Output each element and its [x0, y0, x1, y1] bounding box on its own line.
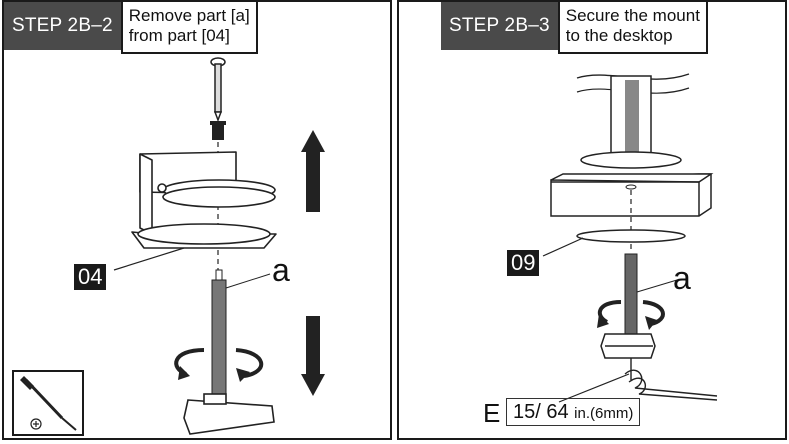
threaded-rod: [624, 253, 638, 335]
knob-handle: [183, 393, 275, 435]
threaded-rod: [211, 269, 227, 405]
part-letter-a: a: [673, 260, 691, 296]
screwdriver-icon: [20, 376, 77, 431]
part-letter-a: a: [272, 252, 290, 288]
step-header-left: STEP 2B–2 Remove part [a] from part [04]: [4, 2, 258, 54]
screw-icon: [210, 121, 226, 140]
step-instruction: Secure the mount to the desktop: [557, 2, 708, 54]
screwdriver-tip-icon: [210, 57, 226, 123]
bracket-disassembly-illustration: [113, 57, 325, 435]
step-badge: STEP 2B–2: [4, 2, 121, 50]
desk-mount-illustration: [542, 73, 718, 403]
dimension-letter: E: [483, 398, 501, 428]
step-2b-3-panel: STEP 2B–3 Secure the mount to the deskto…: [397, 0, 787, 440]
tool-indicator: [12, 370, 84, 436]
down-arrow-icon: [301, 316, 325, 396]
step-header-right: STEP 2B–3 Secure the mount to the deskto…: [441, 2, 708, 54]
washer-part: [576, 229, 686, 243]
dimension-unit: in.(6mm): [574, 405, 634, 422]
step-badge: STEP 2B–3: [441, 2, 558, 50]
step-2b-2-panel: STEP 2B–2 Remove part [a] from part [04]: [2, 0, 392, 440]
part-label-04: 04: [74, 264, 107, 290]
step-instruction: Remove part [a] from part [04]: [120, 2, 258, 54]
bracket-part: [131, 151, 277, 249]
dimension-box: 15/ 64 in.(6mm): [506, 398, 641, 426]
mount-pole: [610, 75, 652, 161]
up-arrow-icon: [301, 130, 325, 212]
part-label-09: 09: [507, 250, 540, 276]
hex-key-icon: [624, 358, 718, 401]
dimension-value: 15/ 64: [513, 401, 569, 423]
knob-handle: [600, 333, 656, 359]
mount-base-plate: [580, 151, 682, 169]
